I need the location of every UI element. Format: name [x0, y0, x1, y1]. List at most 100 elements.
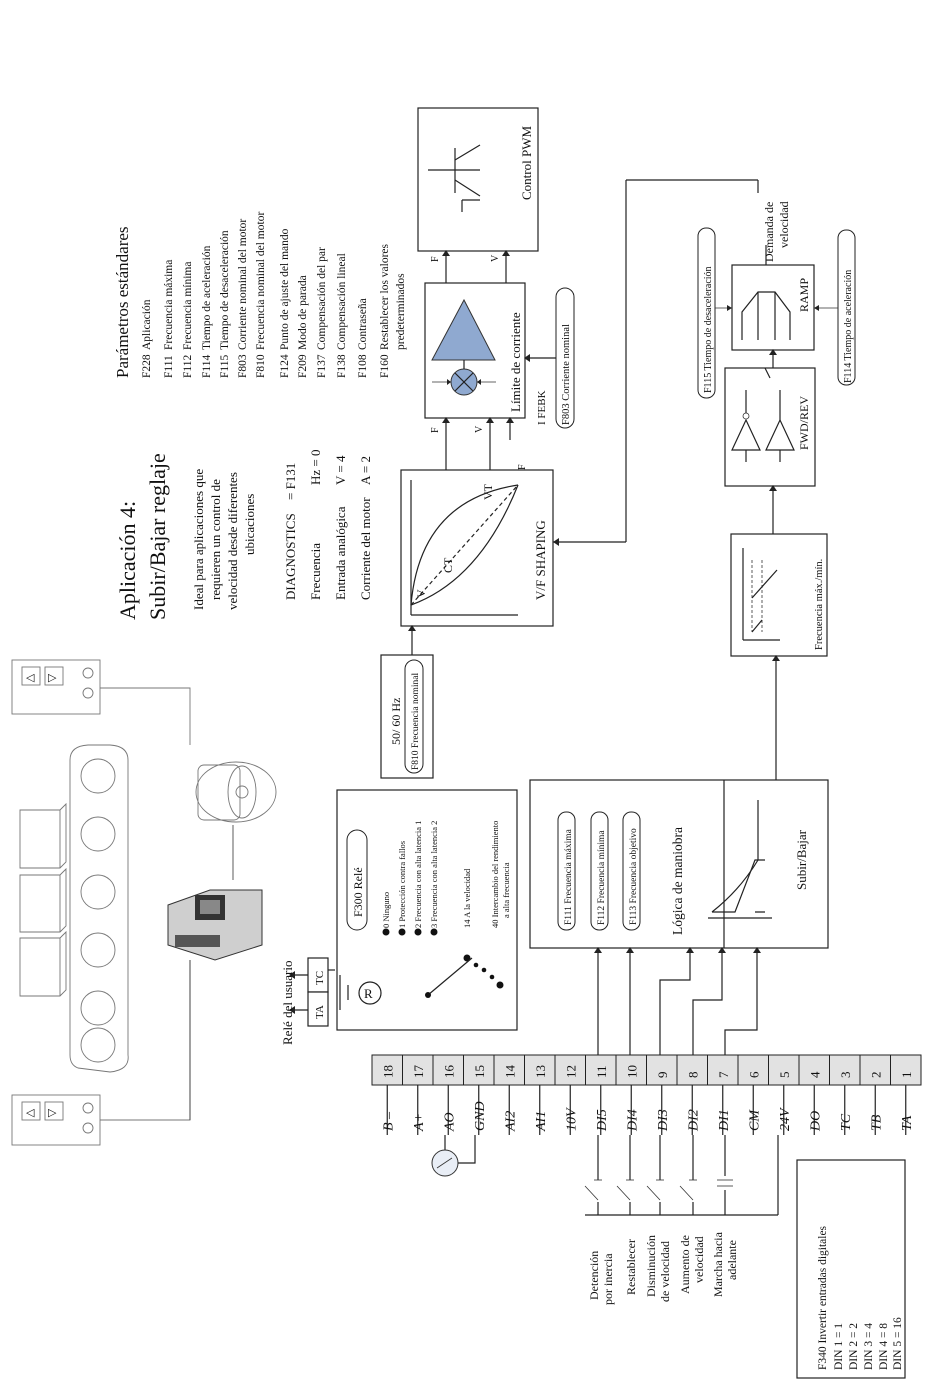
terminal-number: 4	[807, 1071, 822, 1078]
relay-option-dot	[382, 928, 390, 936]
f-label: F	[430, 427, 441, 433]
terminal-cell	[890, 1054, 922, 1086]
svg-text:▷: ▷	[48, 672, 57, 684]
terminal-number: 7	[716, 1071, 731, 1078]
diag-row-label: Frecuencia	[308, 543, 323, 600]
std-params-title: Parámetros estándares	[113, 226, 132, 378]
terminal-label: DI4	[625, 1109, 640, 1132]
terminal-label: AI1	[534, 1111, 549, 1132]
app-subtitle: Subir/Bajar reglaje	[145, 453, 170, 620]
invert-din: DIN 3 = 4	[863, 1323, 875, 1370]
terminal-cell	[554, 1054, 586, 1086]
input-label-up-1: Aumento de	[678, 1235, 692, 1294]
app-title: Aplicación 4:	[115, 501, 140, 620]
input-label-coast-1: Detención	[587, 1251, 601, 1300]
app-desc-4: ubicaciones	[242, 494, 257, 555]
param-code: F209	[297, 354, 309, 378]
terminal-cell	[859, 1054, 891, 1086]
param-code: F228	[141, 354, 153, 378]
terminal-label: 10V	[564, 1107, 579, 1131]
app-desc-1: Ideal para aplicaciones que	[191, 469, 206, 610]
param-label: Compensación del par	[316, 247, 328, 350]
terminal-label: TC	[839, 1113, 854, 1131]
input-label-down-1: Disminución	[644, 1235, 658, 1297]
terminal-label: AI2	[503, 1111, 518, 1132]
terminal-number: 9	[655, 1072, 670, 1079]
freq-maxmin-block	[730, 533, 828, 657]
terminal-label: DO	[808, 1111, 823, 1132]
relay-option: 40 Intercambio del rendimiento	[490, 821, 500, 928]
terminal-label: DI1	[717, 1109, 732, 1132]
relay-option-dot	[414, 928, 422, 936]
invert-inputs-box	[796, 1159, 906, 1379]
ct-label: CT	[441, 557, 455, 573]
diag-row-value: A = 2	[358, 456, 373, 485]
param-code: F137	[316, 354, 328, 378]
terminal-label: TB	[869, 1114, 884, 1131]
param-label: Compensación lineal	[336, 253, 348, 350]
param-label: Restablecer los valores	[379, 243, 391, 350]
terminal-number: 1	[899, 1072, 914, 1079]
terminal-label: 24V	[778, 1107, 793, 1131]
relay-option-dot	[430, 928, 438, 936]
terminal-label: DI2	[686, 1109, 701, 1132]
logic-f111-label: F111 Frecuencia máxima	[564, 828, 574, 925]
invert-din: DIN 5 = 16	[892, 1317, 904, 1370]
fwd-rev-label: FWD/REV	[797, 396, 811, 450]
f-label: F	[430, 256, 441, 262]
logic-f112-pill	[590, 811, 609, 931]
terminal-number: 16	[441, 1065, 456, 1079]
param-code: F810	[255, 354, 267, 378]
terminal-cell	[432, 1054, 464, 1086]
param-label: Aplicación	[141, 299, 153, 350]
param-code: F803	[237, 354, 249, 378]
freq-maxmin-label: Frecuencia máx./mín.	[814, 559, 825, 650]
relay-option: 2 Frecuencia con alta latencia 1	[413, 821, 423, 928]
v-label: V	[490, 254, 501, 262]
terminal-label: TA	[900, 1115, 915, 1131]
f803-label: F803 Corriente nominal	[561, 324, 572, 425]
terminal-cell	[524, 1054, 556, 1086]
demand-label-2: velocidad	[777, 201, 791, 248]
relay-option-dot	[398, 928, 406, 936]
logic-block	[529, 779, 829, 949]
svg-text:▷: ▷	[48, 1107, 57, 1119]
diagnostics-block: DIAGNOSTICS = F131 Frecuencia Hz = 0 Ent…	[283, 450, 373, 601]
i-febk-label: I FEBK	[536, 390, 548, 425]
input-label-fwd-2: adelante	[725, 1240, 739, 1280]
terminal-cell	[646, 1054, 678, 1086]
diag-row-label: Entrada analógica	[333, 506, 348, 600]
relay-option: 3 Frecuencia con alta latencia 2	[429, 821, 439, 928]
subir-bajar-label: Subir/Bajar	[794, 829, 809, 890]
v-label: V	[474, 425, 485, 433]
transistor-icon	[428, 144, 481, 212]
relay-coil-icon	[358, 981, 382, 1005]
invert-title: F340 Invertir entradas digitales	[817, 1225, 829, 1370]
svg-text:◁: ◁	[26, 672, 35, 684]
input-label-down-2: de velocidad	[658, 1241, 672, 1302]
terminal-label: GND	[473, 1101, 488, 1131]
app-desc-2: requieren un control de	[208, 479, 223, 600]
terminal-number: 18	[380, 1065, 395, 1078]
f810-label: F810 Frecuencia nominal	[411, 673, 421, 770]
logic-f111-pill	[557, 811, 576, 931]
app-title-block: Aplicación 4: Subir/Bajar reglaje Ideal …	[115, 453, 257, 620]
terminal-number: 8	[685, 1072, 700, 1079]
terminal-number: 11	[594, 1065, 609, 1078]
terminal-cell	[829, 1054, 861, 1086]
vf-shaping-label: V/F SHAPING	[533, 520, 548, 600]
user-relay-label: Relé del usuario	[280, 961, 295, 1045]
logic-f113-pill	[622, 811, 641, 931]
vt-label: VT	[481, 483, 495, 500]
relay-title-pill	[346, 829, 368, 931]
f114-label: F114 Tiempo de aceleración	[843, 270, 854, 383]
terminal-label: AO	[442, 1112, 457, 1132]
terminal-cell	[798, 1054, 830, 1086]
terminal-number: 10	[624, 1065, 639, 1078]
f115-pill	[697, 227, 716, 399]
param-code: F112	[182, 355, 194, 378]
diag-row-label: Corriente del motor	[358, 497, 373, 600]
relay-ta-terminal	[307, 991, 329, 1027]
param-label: Frecuencia nominal del motor	[255, 212, 267, 350]
terminal-number: 17	[411, 1065, 426, 1079]
